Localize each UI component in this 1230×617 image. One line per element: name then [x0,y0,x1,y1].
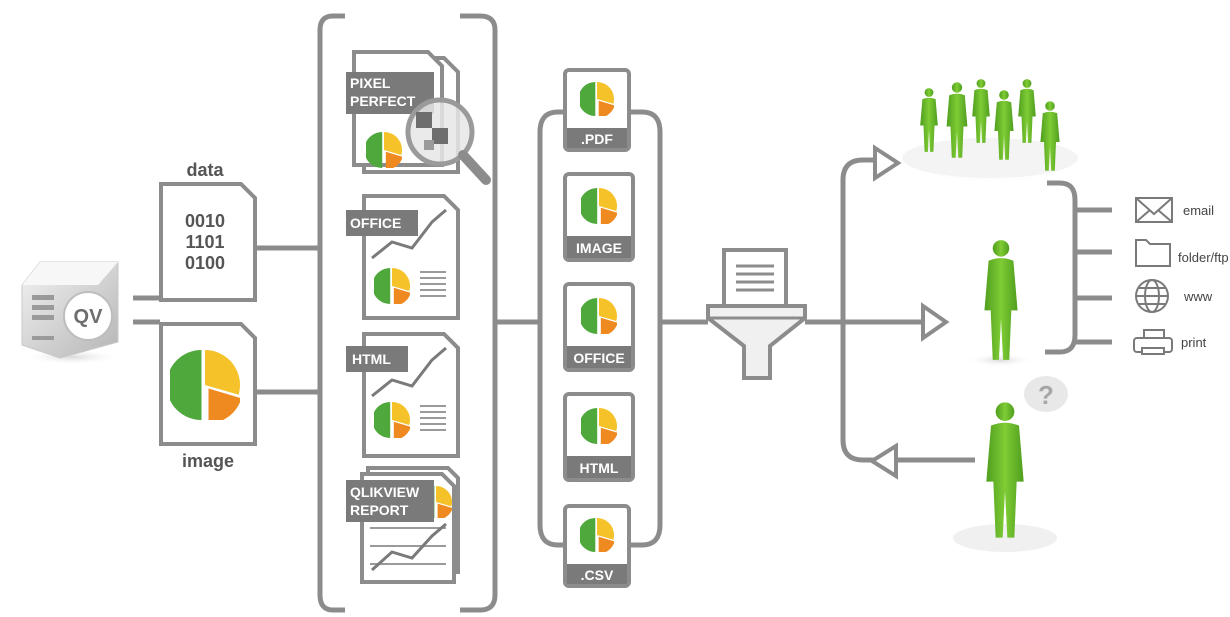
binary-line-3: 0100 [185,253,225,273]
format-html: HTML [580,460,619,476]
data-document: data 0010 1101 0100 [159,160,257,302]
report-card-qlikview: QLIKVIEW REPORT [346,466,460,584]
recipient-user [966,240,1034,367]
format-csv: .CSV [581,567,614,583]
image-label: image [182,451,234,471]
tag-qlikview: QLIKVIEW [350,484,420,500]
report-card-html: HTML [346,332,460,458]
distribution-funnel-icon [706,248,807,380]
format-card-pdf: .PDF [563,68,631,152]
qv-server: QV [21,261,122,365]
connector-lines [133,157,1112,463]
tag-html: HTML [352,351,391,367]
channel-www-label: www [1183,289,1213,304]
format-office: OFFICE [573,350,624,366]
format-card-office: OFFICE [563,282,635,372]
qv-label: QV [74,306,104,328]
arrow-from-user [868,442,898,480]
channel-print-label: print [1181,335,1207,350]
printer-icon [1133,329,1173,355]
arrow-to-group [873,144,902,182]
arrow-to-user [921,302,950,342]
binary-line-1: 0010 [185,211,225,231]
channel-print: print [1133,329,1207,355]
arrows [868,144,950,480]
format-image: IMAGE [576,240,622,256]
format-card-html: HTML [563,392,635,482]
formats-bracket [537,109,663,548]
binary-line-2: 1101 [185,232,224,252]
report-types-bracket [317,13,498,613]
format-pdf: .PDF [581,131,613,147]
tag-report: REPORT [350,502,409,518]
format-card-image: IMAGE [563,172,635,262]
recipient-group [898,79,1082,184]
channel-folder-ftp: folder/ftp [1135,239,1229,267]
channel-folder-label: folder/ftp [1178,250,1229,265]
requesting-user: ? [953,376,1068,552]
format-card-csv: .CSV [563,504,631,588]
data-label: data [186,160,224,180]
tag-perfect: PERFECT [350,93,416,109]
question-mark: ? [1038,380,1054,410]
envelope-icon [1135,197,1173,223]
channel-email: email [1135,197,1214,223]
tag-office: OFFICE [350,215,401,231]
folder-icon [1135,239,1171,267]
magnifier-icon [405,97,491,185]
image-document: image [159,322,257,471]
globe-icon [1135,279,1169,313]
channel-www: www [1135,279,1213,313]
tag-pixel: PIXEL [350,75,391,91]
report-card-pixel-perfect: PIXEL PERFECT [346,50,491,185]
report-card-office: OFFICE [346,194,460,320]
channel-email-label: email [1183,203,1214,218]
